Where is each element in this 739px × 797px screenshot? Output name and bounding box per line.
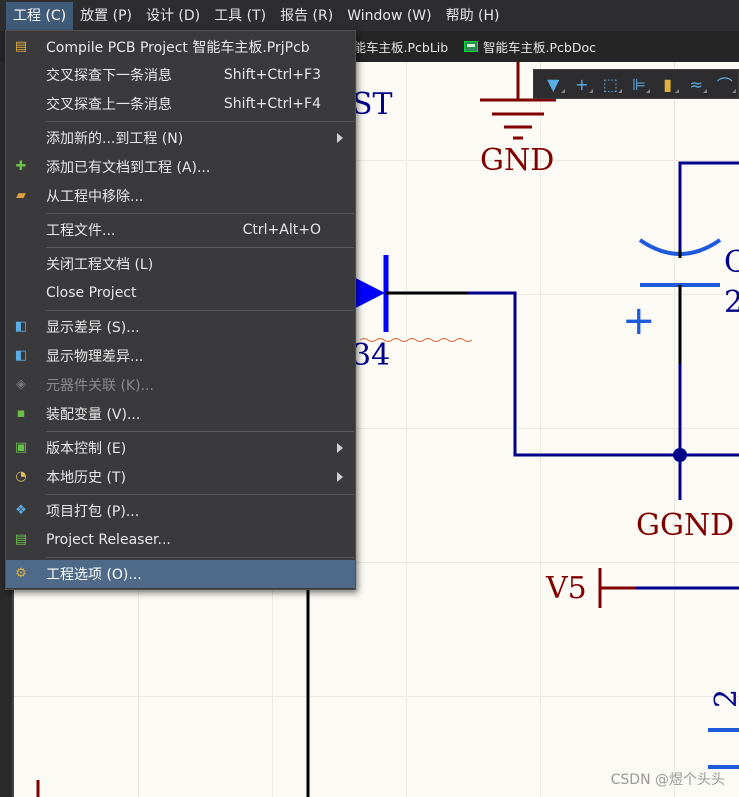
component-icon[interactable]: ▮ <box>654 72 681 96</box>
diode-ref-label: 34 <box>352 338 390 373</box>
v5-power-port[interactable] <box>598 568 636 608</box>
menu-item-project-releaser[interactable]: ▤ Project Releaser... <box>14 532 171 548</box>
cap-ref-label: C <box>724 245 739 280</box>
net-icon[interactable]: ⌒ <box>711 72 738 96</box>
menu-separator <box>46 431 354 432</box>
project-options-icon: ⚙ <box>15 566 27 581</box>
polarity-plus: + <box>622 298 656 344</box>
remove-folder-icon: ▰ <box>16 188 26 203</box>
menu-help[interactable]: 帮助 (H) <box>445 7 500 24</box>
history-icon: ◔ <box>15 469 27 484</box>
menu-separator <box>46 310 354 311</box>
package-icon: ❖ <box>15 503 27 518</box>
wires <box>306 161 739 797</box>
menu-separator <box>46 121 354 122</box>
error-squiggle <box>359 338 473 342</box>
menu-item-close-documents[interactable]: 关闭工程文档 (L) <box>46 257 154 273</box>
variant-icon: ▪ <box>16 406 26 421</box>
menu-project[interactable]: 工程 (C) <box>6 1 74 30</box>
menu-item-variants[interactable]: ▪ 装配变量 (V)... <box>6 400 355 428</box>
menu-item-add-new[interactable]: 添加新的...到工程 (N) <box>6 124 355 152</box>
submenu-arrow-icon <box>337 443 343 453</box>
physical-diff-icon: ◧ <box>14 348 28 363</box>
submenu-arrow-icon <box>337 472 343 482</box>
pcb-document-icon <box>464 41 478 52</box>
v5-label: V5 <box>545 571 587 606</box>
compile-icon: ▤ <box>14 39 28 54</box>
filter-icon[interactable]: ▼ <box>540 72 567 96</box>
project-dropdown-menu: ▤ Compile PCB Project 智能车主板.PrjPcb 交叉探查下… <box>5 30 356 590</box>
watermark: CSDN @煜个头头 <box>610 772 725 788</box>
menu-item-physical-differences[interactable]: ◧ 显示物理差异... <box>14 348 144 365</box>
version-control-icon: ▣ <box>14 440 28 455</box>
align-icon[interactable]: ⊫ <box>626 72 653 96</box>
menu-separator <box>46 213 354 214</box>
gnd-symbol[interactable] <box>480 62 556 140</box>
menu-item-project-options[interactable]: ⚙ 工程选项 (O)... <box>6 560 355 588</box>
menu-item-project-files[interactable]: 工程文件... Ctrl+Alt+O <box>46 222 321 239</box>
junction-dot <box>673 448 687 462</box>
menu-item-cross-probe-next[interactable]: 交叉探查下一条消息 Shift+Ctrl+F3 <box>46 67 321 84</box>
menu-place[interactable]: 放置 (P) <box>80 7 132 24</box>
menu-bar: 工程 (C) 放置 (P) 设计 (D) 工具 (T) 报告 (R) Windo… <box>0 0 739 31</box>
tab-pcblib-label: 智能车主板.PcbLib <box>341 40 449 55</box>
component-link-icon: ◈ <box>16 377 26 392</box>
capacitor-symbol[interactable] <box>638 238 722 364</box>
menu-item-version-control[interactable]: ▣ 版本控制 (E) <box>6 434 355 462</box>
menu-separator <box>46 494 354 495</box>
show-diff-icon: ◧ <box>14 319 28 334</box>
schematic-drawing: GND ST 34 + C 2 GGN <box>36 62 739 797</box>
submenu-arrow-icon <box>337 133 343 143</box>
tab-pcblib[interactable]: 智能车主板.PcbLib <box>341 37 448 56</box>
menu-separator <box>46 557 354 558</box>
menu-reports[interactable]: 报告 (R) <box>280 7 334 24</box>
cap-value-label: 2 <box>724 285 739 320</box>
tab-pcbdoc-label: 智能车主板.PcbDoc <box>483 40 596 55</box>
select-rect-icon[interactable]: ⬚ <box>597 72 624 96</box>
tab-pcbdoc[interactable]: 智能车主板.PcbDoc <box>464 37 596 56</box>
menu-item-compile[interactable]: ▤ Compile PCB Project 智能车主板.PrjPcb <box>14 39 310 56</box>
menu-item-close-project[interactable]: Close Project <box>46 285 137 301</box>
partial-bottom-label: 2 <box>709 689 739 708</box>
releaser-icon: ▤ <box>14 532 28 547</box>
menu-item-cross-probe-prev[interactable]: 交叉探查上一条消息 Shift+Ctrl+F4 <box>46 96 321 113</box>
schematic-toolbar: ▼ + ⬚ ⊫ ▮ ≈ ⌒ <box>533 69 739 99</box>
menu-item-add-existing[interactable]: ✚ 添加已有文档到工程 (A)... <box>6 153 355 181</box>
diode-symbol[interactable] <box>340 255 468 332</box>
menu-design[interactable]: 设计 (D) <box>145 7 201 24</box>
wire-icon[interactable]: ≈ <box>683 72 710 96</box>
menu-item-component-links[interactable]: ◈ 元器件关联 (K)... <box>6 371 355 399</box>
gnd-label: GND <box>480 143 554 178</box>
menu-item-show-differences[interactable]: ◧ 显示差异 (S)... <box>14 319 140 336</box>
partial-component-bottom <box>708 728 739 769</box>
add-document-icon: ✚ <box>15 159 27 174</box>
ggnd-label: GGND <box>636 508 734 543</box>
menu-item-project-packager[interactable]: ❖ 项目打包 (P)... <box>6 497 355 525</box>
partial-top-label: ST <box>352 87 393 122</box>
add-icon[interactable]: + <box>569 72 596 96</box>
menu-item-remove[interactable]: ▰ 从工程中移除... <box>6 182 355 210</box>
menu-tools[interactable]: 工具 (T) <box>214 7 267 24</box>
menu-window[interactable]: Window (W) <box>347 7 432 24</box>
menu-item-local-history[interactable]: ◔ 本地历史 (T) <box>6 463 355 491</box>
menu-separator <box>46 247 354 248</box>
